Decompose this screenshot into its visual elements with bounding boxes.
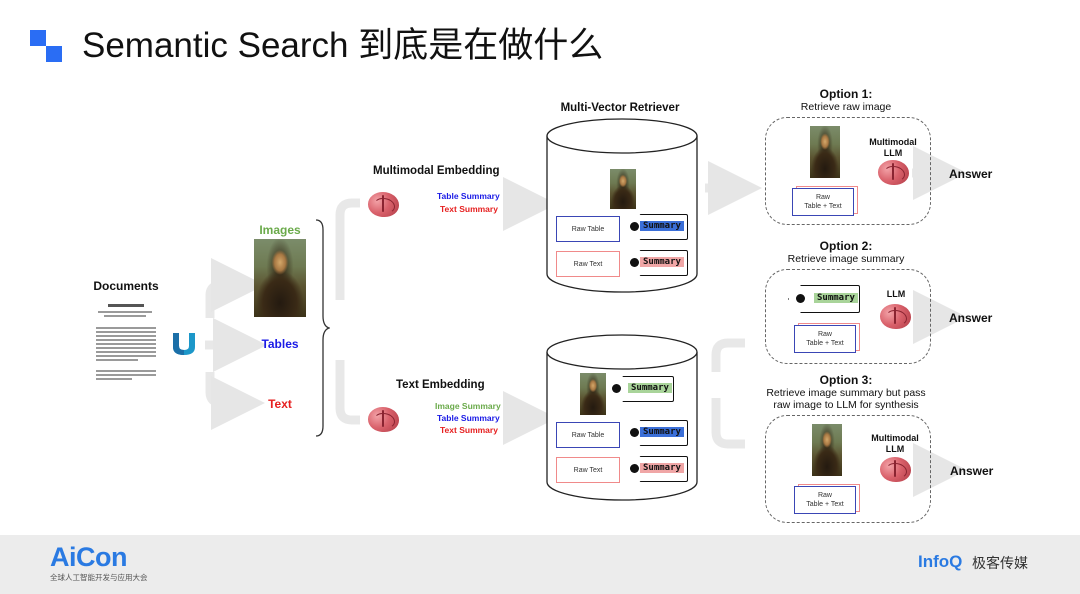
mona-lisa-image — [254, 239, 306, 317]
tables-label: Tables — [261, 337, 299, 351]
documents-label: Documents — [93, 279, 159, 293]
mm-table-summary: Table Summary — [437, 191, 500, 201]
mm-text-summary: Text Summary — [440, 204, 498, 214]
summary-label: Summary — [640, 463, 684, 473]
brain-icon — [368, 192, 399, 217]
raw-table-box: Raw Table — [556, 422, 620, 448]
te-table-summary: Table Summary — [437, 413, 500, 423]
page-title: Semantic Search 到底是在做什么 — [82, 26, 604, 65]
option1-panel — [765, 117, 931, 225]
brain-icon — [880, 304, 911, 329]
option1-answer: Answer — [949, 167, 993, 181]
footer-bar — [0, 535, 1080, 594]
option2-subtitle: Retrieve image summary — [787, 253, 905, 265]
raw-text-box: Raw Text — [556, 251, 620, 277]
raw-text-box: Raw Text — [556, 457, 620, 483]
te-image-summary: Image Summary — [435, 401, 501, 411]
option1-title: Option 1: — [819, 87, 873, 101]
te-text-summary: Text Summary — [440, 425, 498, 435]
text-label: Text — [268, 397, 292, 411]
aicon-logo: AiCon — [50, 542, 127, 572]
infoq-logo: InfoQ — [918, 552, 963, 571]
multimodal-embedding-label: Multimodal Embedding — [373, 165, 500, 177]
document-page-thumbnail — [92, 298, 160, 390]
option3-answer: Answer — [950, 464, 994, 478]
mona-lisa-image — [580, 373, 606, 415]
aicon-subtitle: 全球人工智能开发与应用大会 — [50, 573, 148, 582]
mona-lisa-image — [610, 169, 636, 209]
brain-icon — [880, 457, 911, 482]
mona-lisa-image — [812, 424, 842, 476]
brain-icon — [878, 160, 909, 185]
option1-subtitle: Retrieve raw image — [800, 101, 892, 113]
mona-lisa-image — [810, 126, 840, 178]
option2-panel — [765, 269, 931, 364]
text-embedding-label: Text Embedding — [396, 379, 485, 391]
summary-label: Summary — [640, 257, 684, 267]
option2-title: Option 2: — [819, 239, 873, 253]
summary-label: Summary — [814, 293, 858, 303]
grouping-brace — [315, 219, 330, 437]
summary-label: Summary — [640, 427, 684, 437]
option3-panel — [765, 415, 931, 523]
summary-label: Summary — [640, 221, 684, 231]
option2-answer: Answer — [949, 311, 993, 325]
unstructured-logo-icon — [173, 333, 195, 355]
raw-table-box: Raw Table — [556, 216, 620, 242]
option2-model-label: LLM — [886, 289, 906, 299]
summary-label: Summary — [628, 383, 672, 393]
title-logo-mark — [30, 30, 64, 64]
retriever-title: Multi-Vector Retriever — [560, 102, 680, 114]
option3-title: Option 3: — [819, 373, 873, 387]
images-label: Images — [259, 223, 301, 237]
brain-icon — [368, 407, 399, 432]
geek-media-logo: 极客传媒 — [972, 555, 1028, 571]
